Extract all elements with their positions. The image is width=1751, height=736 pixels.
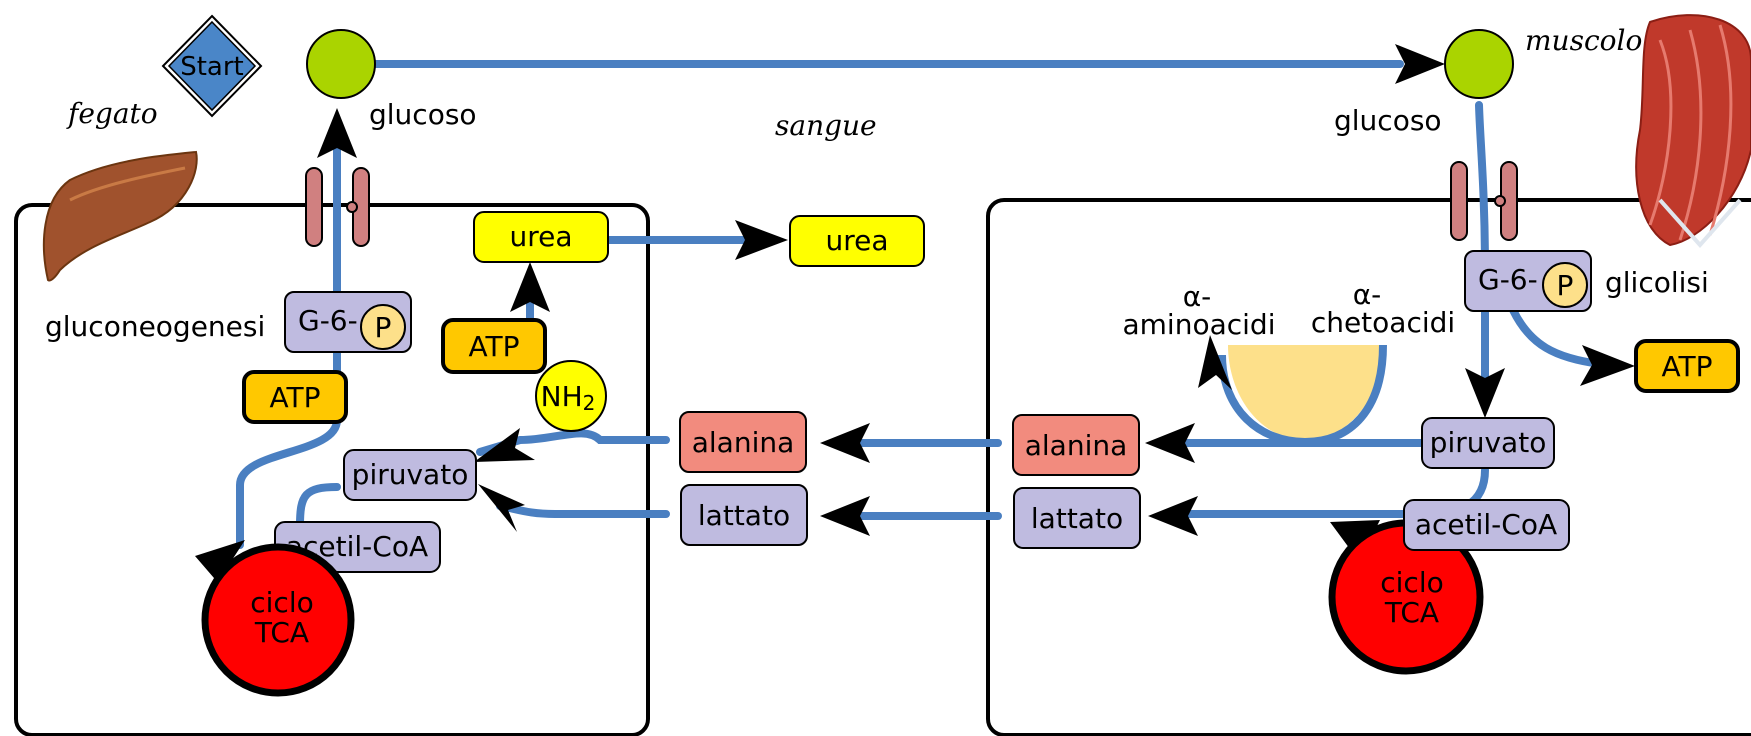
liver-atp-urea-node: ATP <box>441 318 547 374</box>
region-label-blood: sangue <box>775 109 877 142</box>
muscle-glucose-vertical-line <box>1475 101 1489 274</box>
liver-transporter-notch <box>346 201 358 213</box>
muscle-glucose-label: glucoso <box>1334 104 1442 137</box>
liver-phosphate-text: P <box>375 311 392 344</box>
svg-text:acetil-CoA: acetil-CoA <box>1415 508 1557 541</box>
svg-text:alanina: alanina <box>692 426 795 459</box>
muscle-glucose-node <box>1444 29 1514 99</box>
arrow-to-liver-pyruvate-from-lactate <box>478 484 525 532</box>
arrow-to-muscle-alanine <box>1145 423 1195 463</box>
muscle-g6p-node: G-6- P <box>1464 250 1592 312</box>
svg-text:G-6-: G-6- <box>1478 263 1538 296</box>
muscle-transporter-notch <box>1494 195 1506 207</box>
svg-text:TCA: TCA <box>254 616 309 649</box>
arrow-to-blood-alanine <box>820 423 870 463</box>
muscle-alanine-node: alanina <box>1012 414 1140 476</box>
arrow-down-to-muscle-pyruvate <box>1465 368 1505 418</box>
svg-text:P: P <box>1557 269 1574 302</box>
liver-glucose-label: glucoso <box>369 98 477 131</box>
muscle-icon <box>1635 14 1751 249</box>
arrow-to-liver-tca <box>195 540 245 585</box>
transamination-arc <box>1218 344 1387 447</box>
liver-atp-consumed-node: ATP <box>242 370 348 424</box>
liver-tca-cycle: ciclo TCA <box>201 543 355 697</box>
arrow-to-blood-urea <box>735 220 788 260</box>
svg-text:ATP: ATP <box>270 381 321 414</box>
svg-text:ciclo: ciclo <box>1380 566 1443 599</box>
region-label-muscle: muscolo <box>1525 24 1642 57</box>
muscle-cell-boundary <box>986 198 1751 736</box>
svg-text:NH2: NH2 <box>541 380 596 415</box>
liver-nh2-node: NH2 <box>535 360 607 432</box>
arrow-to-alpha-aminoacids <box>1198 335 1232 390</box>
muscle-atp-produced-node: ATP <box>1634 339 1740 393</box>
muscle-acetylcoa-node: acetil-CoA <box>1403 499 1570 551</box>
liver-g6p-text: G-6- <box>298 304 358 337</box>
svg-text:piruvato: piruvato <box>1430 426 1547 459</box>
arrow-up-to-liver-glucose <box>317 108 357 158</box>
svg-text:alanina: alanina <box>1025 429 1128 462</box>
svg-text:ATP: ATP <box>1662 350 1713 383</box>
blood-urea-node: urea <box>789 215 925 267</box>
svg-text:lattato: lattato <box>1031 502 1123 535</box>
lactate-to-liver-pyruvate-line <box>496 502 670 518</box>
region-label-liver: fegato <box>66 97 158 130</box>
alpha-ketoacids-label-1: α- <box>1353 278 1382 311</box>
liver-glucose-node <box>306 29 376 99</box>
svg-text:lattato: lattato <box>698 499 790 532</box>
arrow-to-muscle-glucose <box>1395 44 1445 84</box>
start-button-label: Start <box>180 52 244 82</box>
svg-text:piruvato: piruvato <box>352 458 469 491</box>
arrow-to-blood-lactate <box>820 496 870 536</box>
blood-lactate-node: lattato <box>680 484 808 546</box>
alanine-to-liver-pyruvate-line <box>476 429 670 456</box>
liver-glucose-vertical-line <box>236 131 341 549</box>
liver-g6p-node: G-6- P <box>284 291 412 353</box>
nh2-subscript: 2 <box>583 391 596 415</box>
muscle-transporter-left <box>1450 161 1468 241</box>
muscle-g6p-to-atp-line <box>1509 306 1604 368</box>
blood-alanine-node: alanina <box>679 411 807 473</box>
liver-pyruvate-to-acetylcoa-line <box>296 483 341 529</box>
liver-transporter-left <box>305 167 323 247</box>
arrow-up-to-liver-urea <box>510 262 550 312</box>
svg-text:TCA: TCA <box>1384 596 1439 629</box>
svg-text:urea: urea <box>509 220 572 253</box>
alpha-ketoacids-label-2: chetoacidi <box>1311 306 1455 339</box>
liver-urea-node: urea <box>473 211 609 263</box>
start-button[interactable]: Start <box>161 14 263 118</box>
svg-text:ciclo: ciclo <box>250 586 313 619</box>
liver-icon <box>43 150 198 282</box>
svg-text:urea: urea <box>825 224 888 257</box>
transamination-half-circle <box>1228 345 1383 440</box>
glycolysis-label: glicolisi <box>1605 266 1709 299</box>
liver-pyruvate-node: piruvato <box>343 449 477 501</box>
svg-text:ATP: ATP <box>469 330 520 363</box>
liver-cell-boundary <box>14 203 650 736</box>
gluconeogenesis-label: gluconeogenesi <box>45 310 265 343</box>
muscle-pyruvate-node: piruvato <box>1421 417 1555 469</box>
muscle-lactate-node: lattato <box>1013 487 1141 549</box>
arrow-to-liver-pyruvate-from-alanine <box>474 428 535 462</box>
alpha-aminoacids-label-1: α- <box>1183 280 1212 313</box>
alpha-aminoacids-label-2: aminoacidi <box>1123 308 1276 341</box>
nh2-text: NH <box>541 380 583 413</box>
arrow-to-muscle-lactate <box>1148 496 1198 536</box>
arrow-to-muscle-atp <box>1580 345 1635 386</box>
